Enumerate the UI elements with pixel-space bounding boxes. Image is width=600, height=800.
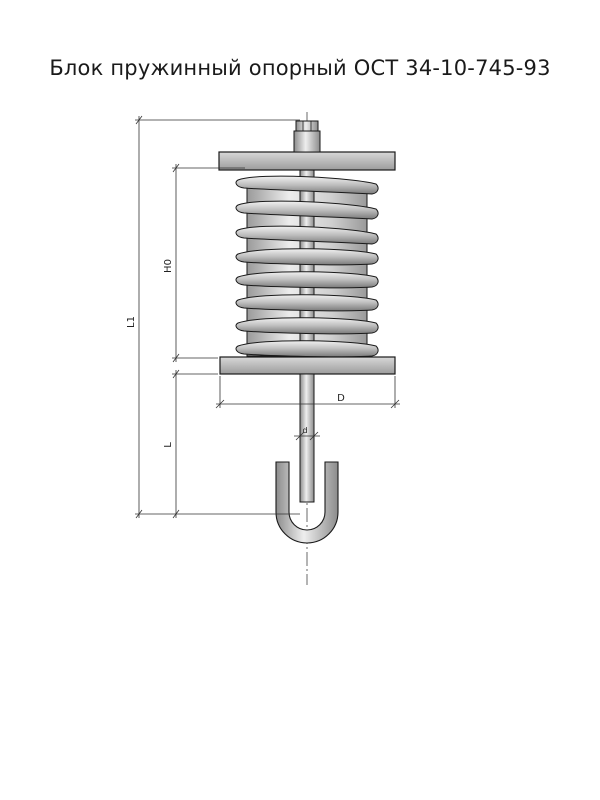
spring-coil (235, 225, 379, 245)
dim-label-d-rod: d (302, 426, 307, 435)
spring-coils (235, 175, 379, 358)
bottom-plate (219, 356, 396, 375)
dim-label-l: L (163, 442, 174, 448)
top-nut (293, 120, 321, 153)
spring-coil (235, 317, 379, 335)
u-hook (275, 461, 339, 544)
dim-label-l1: L1 (126, 316, 137, 328)
spring-coil (235, 200, 379, 220)
dim-label-h0: H0 (163, 259, 174, 273)
spring-coil (235, 175, 379, 195)
spring-coil (235, 271, 379, 289)
threaded-rod-lower (299, 373, 315, 503)
spring-coil (235, 340, 379, 358)
dim-label-d-outer: D (337, 393, 345, 404)
top-plate (218, 151, 396, 171)
dimension-lines (135, 115, 400, 519)
drawing-title: Блок пружинный опорный ОСТ 34-10-745-93 (49, 56, 551, 80)
spring-coil (235, 248, 379, 266)
spring-coil (235, 294, 379, 312)
